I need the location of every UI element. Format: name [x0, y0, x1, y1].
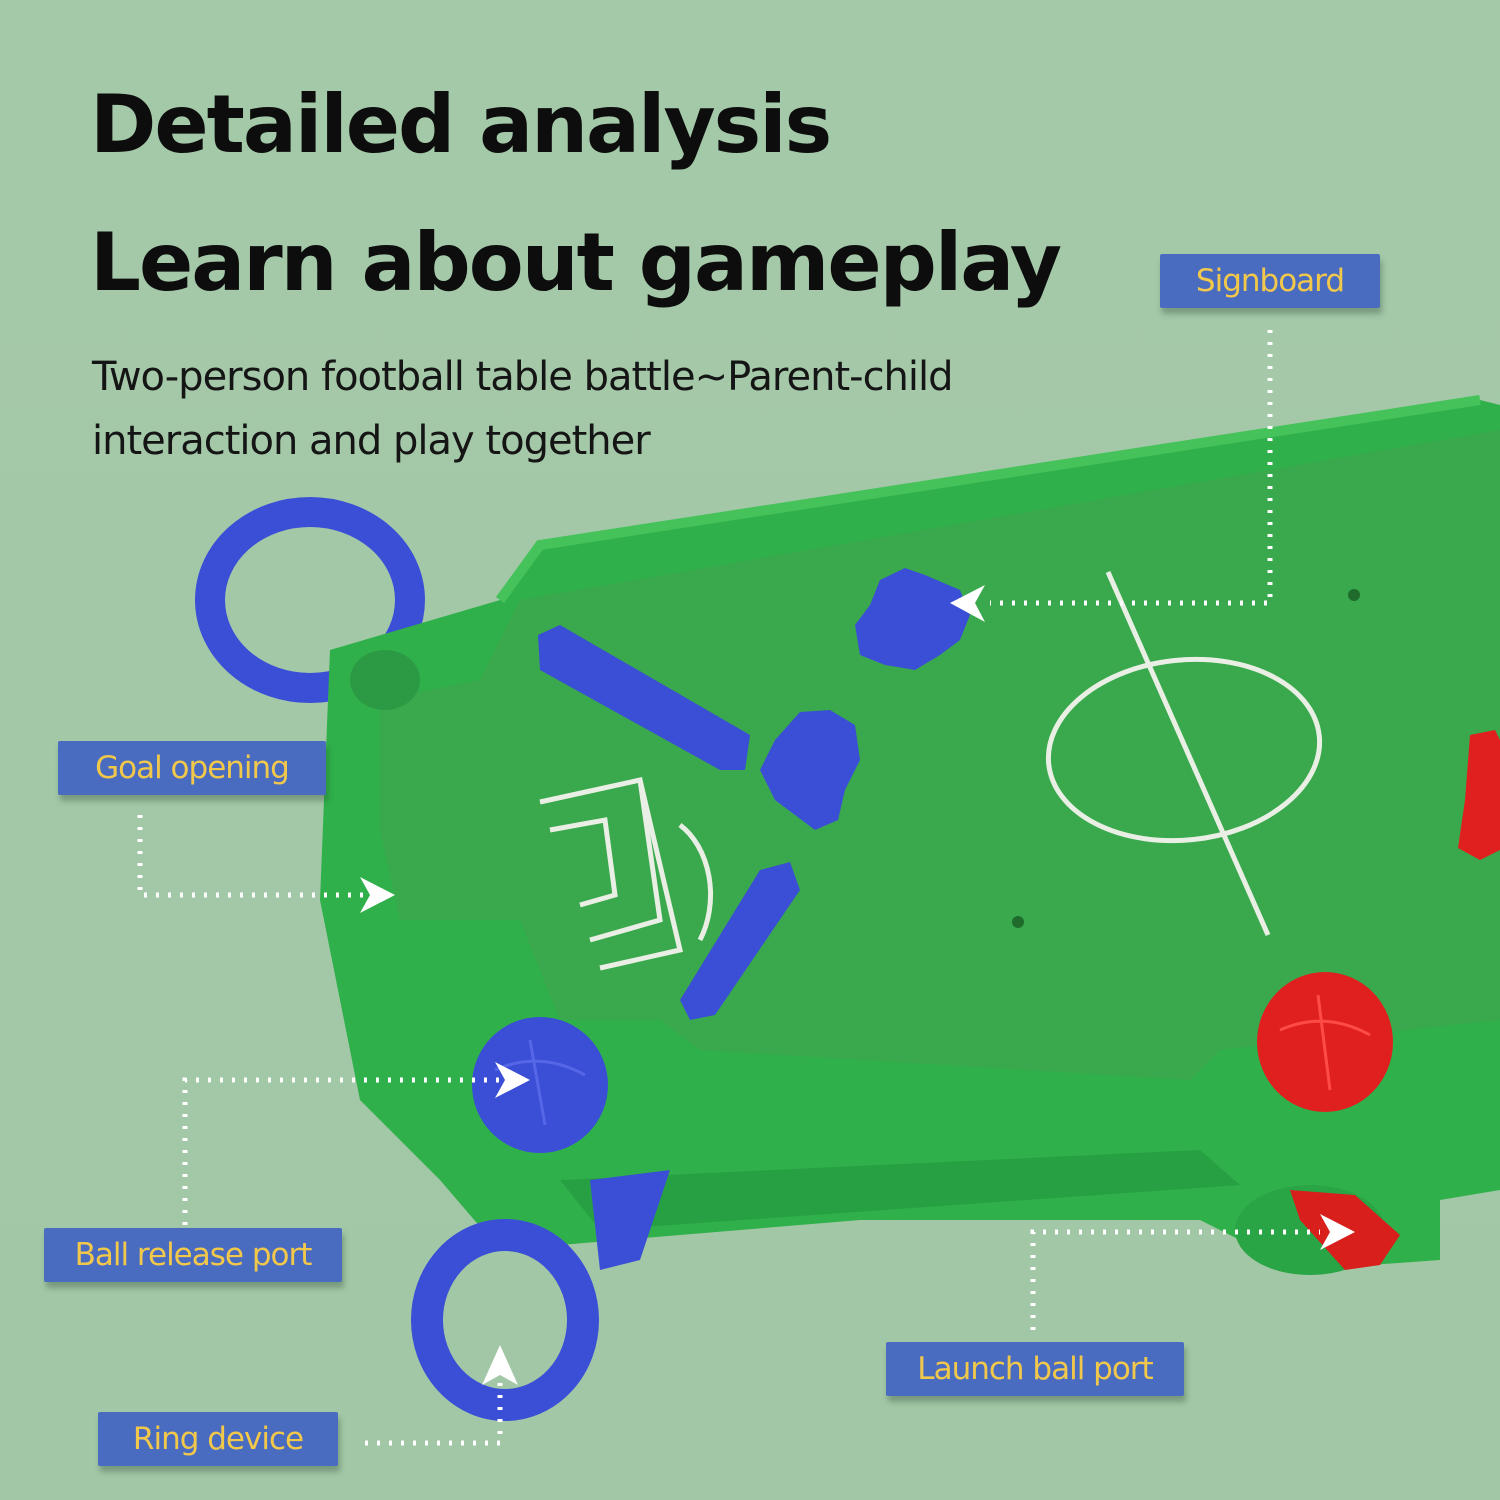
headline-line-2: Learn about gameplay [90, 216, 1062, 309]
callout-goal-opening: Goal opening [58, 741, 326, 795]
field-markings [539, 570, 1323, 971]
blue-ball-icon [472, 1017, 608, 1153]
red-players [1458, 730, 1500, 860]
subtitle: Two-person football table battle~Parent-… [92, 354, 954, 464]
callout-signboard: Signboard [1160, 254, 1380, 308]
ring-top-icon [195, 497, 425, 703]
callout-ring-device: Ring device [98, 1412, 338, 1466]
headline-line-1: Detailed analysis [90, 78, 832, 171]
callout-ball-release-port: Ball release port [44, 1228, 342, 1282]
callout-leaders [137, 330, 1320, 1446]
callout-launch-ball-port: Launch ball port [886, 1342, 1184, 1396]
ring-bottom-icon [411, 1219, 599, 1421]
callout-arrows [360, 585, 1355, 1385]
blue-players [538, 568, 970, 1020]
red-ball-icon [1257, 972, 1393, 1112]
